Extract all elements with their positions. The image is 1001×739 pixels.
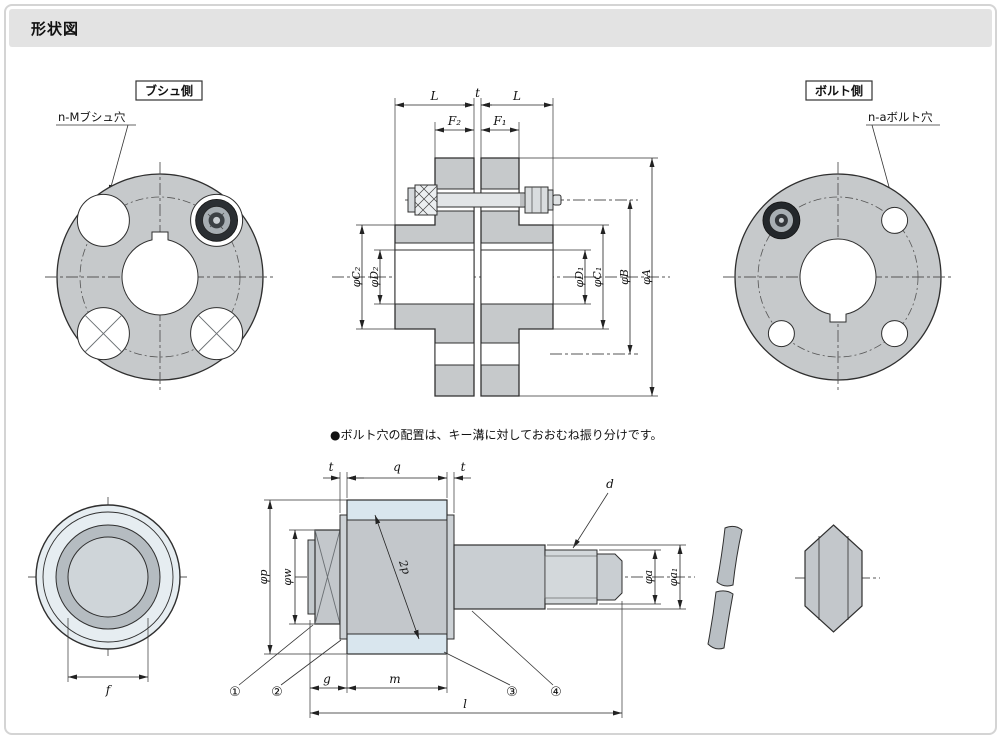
bolt-hole: [881, 206, 909, 234]
bush-hole: [76, 307, 130, 361]
dim-F1: F₁: [492, 114, 506, 128]
dim-L-right: L: [512, 89, 521, 103]
dim-p: φp: [257, 570, 270, 585]
threaded-section: [544, 549, 598, 605]
dim-t: t: [475, 86, 480, 100]
callout-3: ③: [506, 685, 518, 700]
bush-hole: [190, 307, 244, 361]
shaft-bore: [799, 238, 877, 323]
dim-a1: φa₁: [667, 568, 680, 587]
dim-a: φa: [642, 570, 655, 584]
bolt-side-label-box: ボルト側: [805, 80, 873, 101]
section-view: L t L F₂ F₁ φC₂ φD₂ φD₁ φC₁ φB φA: [332, 86, 670, 397]
callout-2: ②: [271, 685, 283, 700]
bush-holes-callout: n-Mブシュ穴: [56, 110, 136, 195]
dim-m: m: [389, 672, 400, 686]
split-washer-half: [707, 590, 734, 650]
shaft-bore: [121, 231, 199, 316]
dim-L-left: L: [430, 89, 439, 103]
dim-t2: t: [461, 460, 466, 474]
dim-2p: 2p: [396, 557, 413, 576]
page-title: 形状図: [31, 19, 80, 38]
bolt-hole: [881, 320, 909, 348]
hex-nut: [804, 524, 863, 633]
washer-right: [446, 514, 455, 640]
bush-hole: [76, 193, 130, 247]
bush-side-front-view: ブシュ側 n-Mブシュ穴: [45, 80, 275, 392]
dim-q: q: [393, 460, 401, 474]
dim-t1: t: [329, 460, 334, 474]
dim-D2: φD₂: [368, 267, 381, 288]
dim-D1: φD₁: [573, 267, 586, 288]
dim-d: d: [606, 477, 614, 491]
callout-4: ④: [550, 685, 562, 700]
installed-bush: [190, 193, 244, 247]
dim-B: φB: [618, 269, 631, 285]
dim-w: φw: [281, 568, 294, 586]
installed-bolt: [762, 201, 801, 240]
dim-C2: φC₂: [350, 267, 363, 288]
title-bar: 形状図: [9, 9, 992, 47]
nut-section: [524, 186, 549, 214]
bolt-assembly: [307, 499, 623, 655]
dim-F2: F₂: [447, 114, 461, 128]
bolt-assembly-section: [407, 184, 562, 216]
split-washer-half: [716, 525, 743, 587]
bolt-hole: [767, 320, 795, 348]
bush-holes-callout-label: n-Mブシュ穴: [58, 110, 126, 124]
bolt-holes-callout-label: n-aボルト穴: [868, 110, 933, 124]
bolt-shank: [436, 192, 526, 208]
callout-1: ①: [229, 685, 241, 700]
bush-side-label-box: ブシュ側: [135, 80, 203, 101]
dim-C1: φC₁: [591, 267, 604, 288]
dim-l: l: [463, 697, 467, 711]
dim-f: f: [105, 683, 113, 697]
dim-A: φA: [640, 269, 653, 285]
washers-and-nut-view: [707, 524, 880, 650]
bolt-tip: [596, 553, 623, 601]
dim-g: g: [323, 672, 331, 686]
bolt-shank: [453, 544, 546, 610]
bolt-end-face: [67, 536, 149, 618]
bush-side-label: ブシュ側: [145, 83, 193, 98]
bolt-side-front-view: ボルト側 n-aボルト穴: [723, 80, 953, 392]
bolt-side-label: ボルト側: [815, 83, 863, 98]
washer-left: [339, 514, 348, 640]
end-washer: [307, 539, 316, 615]
bolt-assembly-side-view: 2p d t q t φp φw φa φa₁ g m l ① ② ③ ④: [229, 460, 695, 718]
bush-front-detail-view: f: [28, 497, 188, 697]
note-text: ●ボルト穴の配置は、キー溝に対しておおむね振り分けです。: [330, 428, 663, 442]
